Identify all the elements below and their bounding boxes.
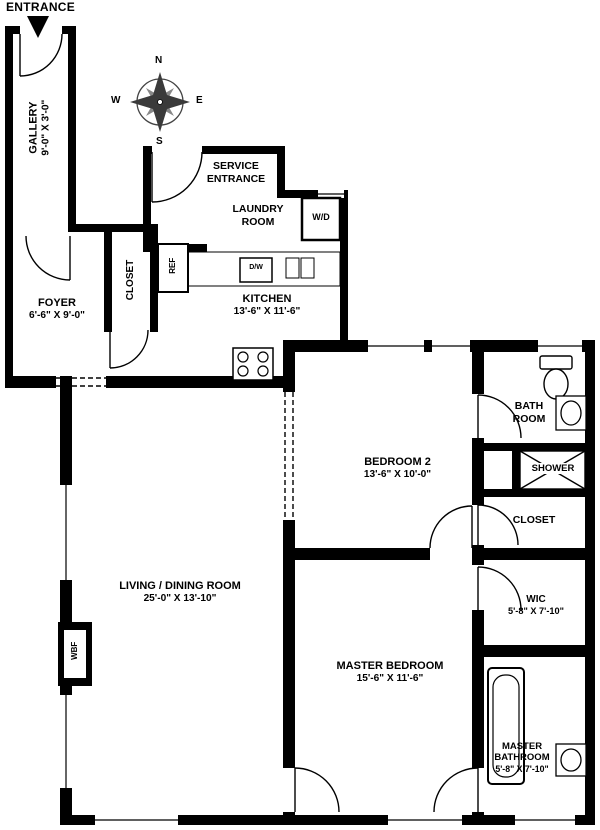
room-name: KITCHEN	[242, 293, 292, 305]
room-dims: 5'-8" X 7'-10"	[495, 763, 549, 774]
master-bedroom-door-arc	[294, 767, 340, 813]
hall-closet-door-arc	[477, 504, 519, 546]
room-name: FOYER	[38, 297, 76, 309]
stove-icon	[232, 347, 274, 381]
door-swings	[19, 33, 522, 813]
room-label-wic: WIC 5'-8" X 7'-10"	[494, 594, 578, 617]
room-label-closet-foyer: CLOSET	[125, 259, 136, 301]
service-door-arc	[151, 151, 203, 203]
entrance-arrow-icon	[27, 16, 49, 38]
open-passage-dashes	[56, 377, 294, 520]
room-dims: 15'-6" X 11'-6"	[356, 673, 424, 685]
bathtub-icon	[487, 667, 525, 785]
refrigerator-box	[157, 243, 189, 293]
room-name: ROOM	[512, 412, 546, 425]
entrance-door-arc	[19, 33, 63, 77]
room-label-bedroom2: BEDROOM 2 13'-6" X 10'-0"	[325, 456, 470, 481]
kitchen-sink-icon	[285, 257, 300, 279]
room-name: LAUNDRY	[232, 203, 284, 215]
bedroom2-door-arc	[429, 505, 473, 549]
room-name: MASTER	[501, 741, 543, 752]
room-name: WIC	[526, 594, 546, 605]
room-dims: 6'-6" X 9'-0"	[29, 310, 85, 322]
room-label-laundry: LAUNDRY ROOM	[212, 203, 304, 228]
room-name: LIVING / DINING ROOM	[119, 580, 241, 592]
room-dims: 9'-0" X 3'-0"	[40, 99, 52, 156]
windows	[60, 190, 582, 825]
room-name: BATH	[514, 400, 544, 412]
room-name: ENTRANCE	[206, 172, 266, 185]
compass-rose-icon	[130, 72, 190, 132]
room-label-master-bathroom: MASTER BATHROOM 5'-8" X 7'-10"	[482, 741, 562, 774]
kitchen-sink-icon	[300, 257, 315, 279]
refrigerator-label: REF	[168, 257, 178, 274]
room-dims: 5'-8" X 7'-10"	[508, 606, 564, 616]
closet-door-arc	[109, 329, 149, 369]
washer-dryer-label: W/D	[312, 212, 330, 222]
compass-east-label: E	[196, 95, 203, 106]
room-dims: 13'-6" X 10'-0"	[363, 469, 432, 481]
room-name: BEDROOM 2	[364, 456, 431, 468]
room-dims: 25'-0" X 13'-10"	[143, 593, 217, 605]
room-label-kitchen: KITCHEN 13'-6" X 11'-6"	[202, 293, 332, 318]
room-name: ROOM	[241, 215, 275, 228]
room-label-foyer: FOYER 6'-6" X 9'-0"	[10, 297, 104, 322]
washer-dryer-box	[300, 196, 342, 242]
compass-west-label: W	[111, 95, 121, 106]
room-name: MASTER BEDROOM	[336, 660, 444, 672]
room-label-bathroom: BATH ROOM	[500, 400, 558, 425]
room-label-shower: SHOWER	[523, 463, 583, 475]
wic-door-arc	[477, 566, 522, 611]
foyer-door-arc	[25, 235, 71, 281]
toilet-icon	[539, 355, 573, 400]
room-label-service-entrance: SERVICE ENTRANCE	[190, 160, 282, 185]
room-name: GALLERY	[27, 101, 40, 154]
room-name: SERVICE	[213, 160, 259, 172]
compass-north-label: N	[155, 55, 163, 66]
entrance-label: ENTRANCE	[6, 0, 76, 14]
bath-sink-icon	[555, 395, 587, 431]
bathroom-door-arc	[477, 394, 522, 439]
room-dims: 13'-6" X 11'-6"	[233, 306, 301, 318]
compass-south-label: S	[156, 136, 163, 147]
room-label-closet-hall: CLOSET	[512, 514, 556, 526]
kitchen-counter	[187, 251, 341, 287]
dishwasher-box	[239, 257, 273, 283]
fireplace-box	[58, 622, 92, 686]
dishwasher-label: D/W	[249, 264, 263, 271]
room-name: BATHROOM	[494, 752, 550, 764]
room-label-living-dining: LIVING / DINING ROOM 25'-0" X 13'-10"	[88, 580, 272, 605]
room-label-master-bedroom: MASTER BEDROOM 15'-6" X 11'-6"	[304, 660, 476, 685]
fireplace-label: WBF	[70, 641, 80, 660]
master-bath-door-arc	[433, 767, 479, 813]
room-label-gallery: GALLERY 9'-0" X 3'-0"	[27, 63, 52, 193]
master-sink-icon	[555, 743, 587, 777]
